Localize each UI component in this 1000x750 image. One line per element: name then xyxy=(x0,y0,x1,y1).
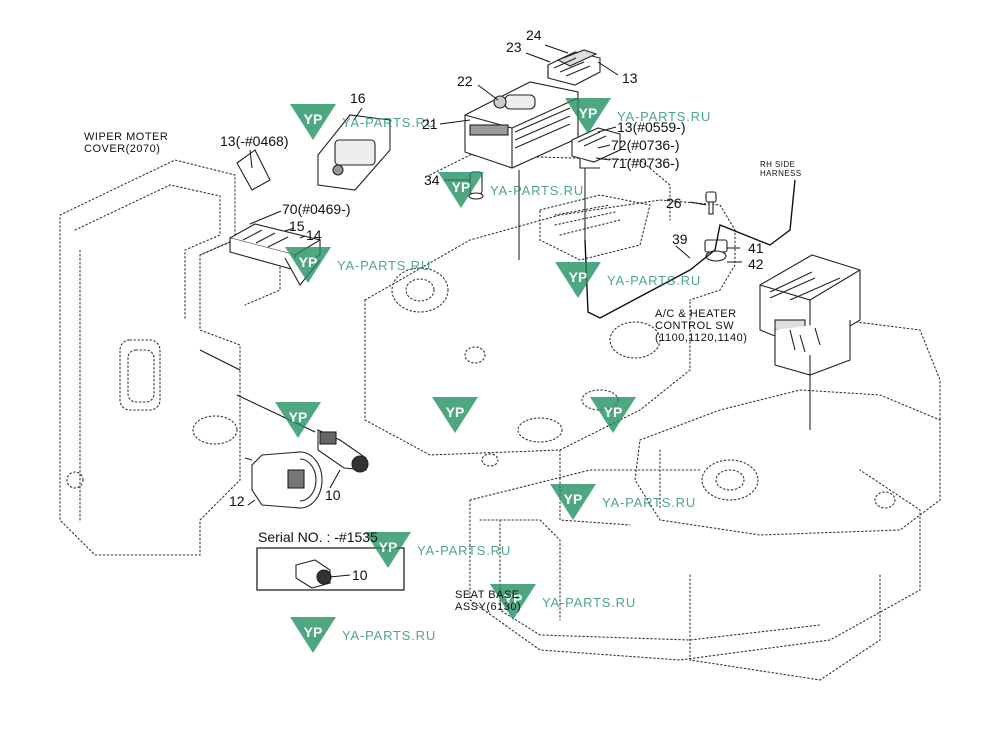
svg-text:YP: YP xyxy=(299,254,318,270)
hour-meter-12 xyxy=(244,451,323,509)
watermark-text: YA-PARTS.RU xyxy=(542,594,637,610)
caption-line: COVER(2070) xyxy=(84,143,161,155)
serial-lighter-10 xyxy=(295,559,332,589)
switch-panel-16 xyxy=(317,114,391,191)
svg-text:YP: YP xyxy=(452,179,471,195)
ya-parts-logo-icon: YP xyxy=(550,482,596,522)
seat-base-assy xyxy=(469,469,921,661)
watermark-12: YP YA-PARTS.RU xyxy=(290,615,436,655)
svg-text:YP: YP xyxy=(579,105,598,121)
watermark-7: YP xyxy=(432,395,478,435)
part-label-71-0736: 71(#0736-) xyxy=(611,155,680,171)
part-label-13-0559: 13(#0559-) xyxy=(617,119,686,135)
watermark-6: YP xyxy=(275,400,321,440)
caption-line: SEAT BASE xyxy=(455,589,520,601)
part-label-13-0468: 13(-#0468) xyxy=(220,133,289,149)
part-label-70-0469: 70(#0469-) xyxy=(282,201,351,217)
watermark-text: YA-PARTS.RU xyxy=(602,494,697,510)
svg-text:YP: YP xyxy=(379,539,398,555)
watermark-text: YA-PARTS.RU xyxy=(337,257,432,273)
switch-cluster-24-23 xyxy=(547,49,601,86)
center-console xyxy=(364,199,736,301)
watermark-text: YA-PARTS.RU xyxy=(342,114,437,130)
main-switch-panel-21 xyxy=(464,81,579,169)
part-label-10: 10 xyxy=(325,487,341,503)
rh-side-harness-caption: RH SIDE HARNESS xyxy=(760,160,801,178)
part-label-12: 12 xyxy=(229,493,245,509)
seat-base-caption: SEAT BASE ASSY(6130) xyxy=(455,589,521,613)
part-label-14: 14 xyxy=(306,227,322,243)
watermark-9: YP YA-PARTS.RU xyxy=(550,482,696,522)
part-label-24: 24 xyxy=(526,27,542,43)
plate-13 xyxy=(236,149,271,191)
watermark-11: YP YA-PARTS.RU xyxy=(490,582,636,622)
ya-parts-logo-icon: YP xyxy=(555,260,601,300)
bolt-26 xyxy=(705,191,717,215)
watermark-10: YP YA-PARTS.RU xyxy=(365,530,511,570)
watermark-text: YA-PARTS.RU xyxy=(617,108,712,124)
part-label-22: 22 xyxy=(457,73,473,89)
svg-text:YP: YP xyxy=(289,409,308,425)
watermark-8: YP xyxy=(590,395,636,435)
rh-side-harness-wire xyxy=(584,179,796,319)
ya-parts-logo-icon: YP xyxy=(590,395,636,435)
caption-line: WIPER MOTER xyxy=(84,131,169,143)
ya-parts-logo-icon: YP xyxy=(290,102,336,142)
part-label-15: 15 xyxy=(289,218,305,234)
switch-group-72-71 xyxy=(571,127,621,169)
ya-parts-logo-icon: YP xyxy=(565,96,611,136)
watermark-3: YP YA-PARTS.RU xyxy=(438,170,584,210)
watermark-2: YP YA-PARTS.RU xyxy=(565,96,711,136)
part-label-21: 21 xyxy=(422,116,438,132)
ya-parts-logo-icon: YP xyxy=(438,170,484,210)
svg-text:YP: YP xyxy=(504,591,523,607)
ya-parts-logo-icon: YP xyxy=(290,615,336,655)
part-label-23: 23 xyxy=(506,39,522,55)
part-label-39: 39 xyxy=(672,231,688,247)
serial-box xyxy=(256,547,405,591)
watermark-text: YA-PARTS.RU xyxy=(342,627,437,643)
watermark-4: YP YA-PARTS.RU xyxy=(285,245,431,285)
ya-parts-logo-icon: YP xyxy=(490,582,536,622)
caption-line: ASSY(6130) xyxy=(455,601,522,613)
caption-line: (1100,1120,1140) xyxy=(655,332,748,344)
svg-text:YP: YP xyxy=(604,404,623,420)
part-label-34: 34 xyxy=(424,172,440,188)
caption-line: RH SIDE xyxy=(760,160,796,169)
part-label-10-serial: 10 xyxy=(352,567,368,583)
ya-parts-logo-icon: YP xyxy=(275,400,321,440)
part-label-41: 41 xyxy=(748,240,764,256)
cigar-lighter-10 xyxy=(317,429,369,473)
watermark-1: YP YA-PARTS.RU xyxy=(290,102,436,142)
svg-text:YP: YP xyxy=(564,491,583,507)
watermark-text: YA-PARTS.RU xyxy=(417,542,512,558)
caption-line: HARNESS xyxy=(760,169,802,178)
part-label-16: 16 xyxy=(350,90,366,106)
caption-line: CONTROL SW xyxy=(655,320,735,332)
part-label-26: 26 xyxy=(666,195,682,211)
watermark-5: YP YA-PARTS.RU xyxy=(555,260,701,300)
ya-parts-logo-icon: YP xyxy=(365,530,411,570)
serial-number-label: Serial NO. : -#1535 xyxy=(258,529,378,545)
caption-line: A/C & HEATER xyxy=(655,308,737,320)
part-label-13-top: 13 xyxy=(622,70,638,86)
ac-heater-caption: A/C & HEATER CONTROL SW (1100,1120,1140) xyxy=(655,308,747,344)
watermark-text: YA-PARTS.RU xyxy=(490,182,585,198)
ya-parts-logo-icon: YP xyxy=(432,395,478,435)
svg-text:YP: YP xyxy=(304,111,323,127)
wiper-motor-cover-caption: WIPER MOTER COVER(2070) xyxy=(84,131,168,155)
wiper-motor-cover xyxy=(59,159,241,556)
svg-text:YP: YP xyxy=(569,269,588,285)
watermark-text: YA-PARTS.RU xyxy=(607,272,702,288)
part-label-42: 42 xyxy=(748,256,764,272)
svg-text:YP: YP xyxy=(304,624,323,640)
part-label-72-0736: 72(#0736-) xyxy=(611,137,680,153)
svg-text:YP: YP xyxy=(446,404,465,420)
ac-heater-control-switch xyxy=(759,254,861,376)
rh-console xyxy=(634,389,941,536)
ya-parts-logo-icon: YP xyxy=(285,245,331,285)
